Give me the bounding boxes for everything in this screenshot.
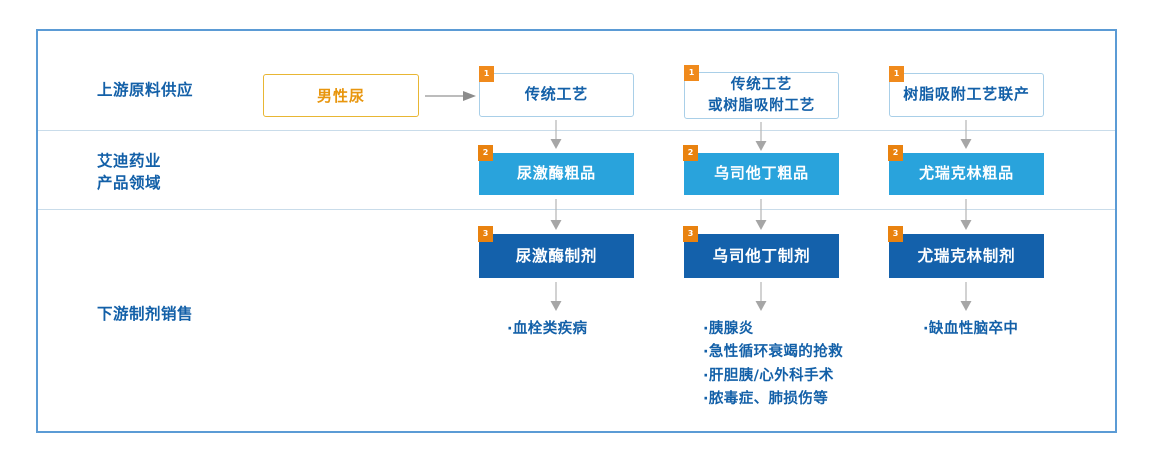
down-arrow-icon-col1-b: [549, 199, 563, 231]
process-node-col1[interactable]: 1 传统工艺: [479, 66, 634, 117]
badge-3-col2: 3: [683, 226, 698, 242]
down-arrow-icon-col3-a: [959, 120, 973, 150]
row-label-downstream: 下游制剂销售: [97, 305, 194, 323]
row-divider-1: [38, 130, 1115, 131]
crude-node-col3-label: 尤瑞克林粗品: [919, 164, 1014, 183]
process-node-col2-label: 传统工艺 或树脂吸附工艺: [707, 76, 816, 114]
process-node-col2[interactable]: 1 传统工艺 或树脂吸附工艺: [684, 65, 839, 119]
list-item: ·胰腺炎: [703, 321, 754, 337]
crude-node-col2[interactable]: 2 乌司他丁粗品: [683, 145, 839, 195]
badge-2-col1: 2: [478, 145, 493, 161]
formulation-node-col2[interactable]: 3 乌司他丁制剂: [683, 226, 839, 278]
crude-node-col3[interactable]: 2 尤瑞克林粗品: [888, 145, 1044, 195]
process-node-col3[interactable]: 1 树脂吸附工艺联产: [889, 66, 1044, 117]
formulation-node-col1[interactable]: 3 尿激酶制剂: [478, 226, 634, 278]
row-label-products: 艾迪药业 产品领域: [97, 152, 162, 193]
list-item: ·血栓类疾病: [507, 321, 588, 337]
list-item: ·缺血性脑卒中: [923, 321, 1019, 337]
down-arrow-icon-col2-a: [754, 122, 768, 152]
right-arrow-icon: [425, 88, 477, 102]
list-item: ·急性循环衰竭的抢救: [703, 344, 844, 361]
process-node-col3-label: 树脂吸附工艺联产: [903, 85, 1030, 104]
badge-3-col3: 3: [888, 226, 903, 242]
badge-2-col3: 2: [888, 145, 903, 161]
badge-3-col1: 3: [478, 226, 493, 242]
process-node-col1-label: 传统工艺: [524, 85, 589, 104]
row-label-upstream: 上游原料供应: [97, 81, 194, 99]
down-arrow-icon-col2-c: [754, 282, 768, 312]
formulation-node-col3[interactable]: 3 尤瑞克林制剂: [888, 226, 1044, 278]
badge-1-col3: 1: [889, 66, 904, 82]
crude-node-col1-label: 尿激酶粗品: [516, 164, 596, 183]
formulation-node-col3-label: 尤瑞克林制剂: [917, 246, 1016, 265]
indication-list-col3: ·缺血性脑卒中: [923, 318, 1018, 341]
list-item: ·脓毒症、肺损伤等: [703, 391, 829, 408]
badge-1-col1: 1: [479, 66, 494, 82]
down-arrow-icon-col3-b: [959, 199, 973, 231]
formulation-node-col1-label: 尿激酶制剂: [515, 246, 598, 265]
down-arrow-icon-col3-c: [959, 282, 973, 312]
down-arrow-icon-col1-a: [549, 120, 563, 150]
down-arrow-icon-col1-c: [549, 282, 563, 312]
crude-node-col1[interactable]: 2 尿激酶粗品: [478, 145, 634, 195]
crude-node-col2-label: 乌司他丁粗品: [714, 164, 809, 183]
formulation-node-col2-label: 乌司他丁制剂: [712, 246, 811, 265]
source-node-label: 男性尿: [316, 87, 365, 105]
badge-2-col2: 2: [683, 145, 698, 161]
indication-list-col2: ·胰腺炎 ·急性循环衰竭的抢救 ·肝胆胰/心外科手术 ·脓毒症、肺损伤等: [703, 318, 843, 412]
list-item: ·肝胆胰/心外科手术: [703, 367, 834, 384]
row-divider-2: [38, 209, 1115, 210]
badge-1-col2: 1: [684, 65, 699, 81]
source-node-male-urine[interactable]: 男性尿: [263, 74, 419, 117]
indication-list-col1: ·血栓类疾病: [507, 318, 587, 341]
down-arrow-icon-col2-b: [754, 199, 768, 231]
